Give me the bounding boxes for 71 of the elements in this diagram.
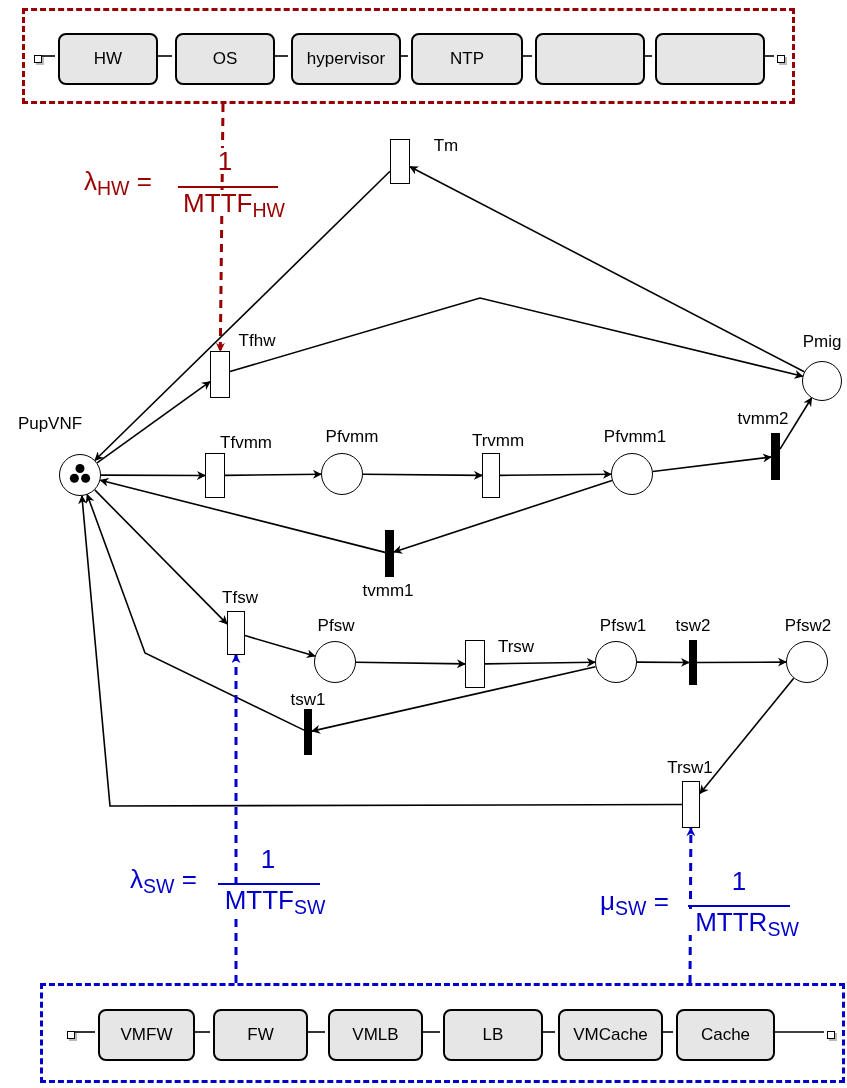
timed-transition-box (390, 139, 410, 184)
node-label: tsw2 (674, 615, 712, 637)
node-label: tsw1 (289, 689, 327, 711)
node-label: Tfhw (237, 330, 277, 352)
node-label: PupVNF (16, 413, 84, 435)
arrow (686, 827, 696, 983)
component-block (535, 33, 645, 85)
arrow (636, 657, 690, 667)
terminal-square (777, 55, 785, 63)
component-block: LB (443, 1009, 543, 1061)
timed-transition-box (465, 640, 485, 688)
arrow (94, 489, 228, 625)
node-label: Trsw (496, 636, 536, 658)
node-label: Tm (432, 135, 460, 157)
timed-transition-box (482, 453, 500, 498)
arrow (355, 659, 466, 669)
component-block: FW (213, 1009, 308, 1061)
dashed-group-frame (22, 8, 795, 104)
arrow (224, 469, 322, 479)
component-block: hypervisor (291, 33, 401, 85)
node-label: Trsw1 (666, 757, 714, 779)
immediate-transition-bar (304, 709, 312, 755)
arrow (244, 634, 316, 659)
immediate-transition-bar (385, 530, 394, 577)
component-block: OS (175, 33, 275, 85)
component-block: VMLB (328, 1009, 423, 1061)
node-label: tvmm2 (736, 408, 790, 430)
arrow (215, 104, 225, 352)
component-block (655, 33, 765, 85)
immediate-transition-bar (771, 433, 780, 480)
arrow (779, 397, 813, 450)
arrow (100, 470, 206, 480)
arrow (499, 469, 612, 479)
arrow (484, 657, 596, 667)
arrow (96, 380, 211, 464)
terminal-square (34, 55, 42, 63)
node-label: Pfsw (316, 615, 356, 637)
node-label: Tfsw (221, 587, 259, 609)
timed-transition-box (227, 611, 245, 655)
component-block: VMFW (98, 1009, 195, 1061)
node-label: Tfvmm (219, 432, 273, 454)
component-block: HW (58, 33, 158, 85)
timed-transition-box (682, 781, 700, 828)
arrow (699, 677, 795, 795)
node-label: Pfvmm1 (602, 426, 668, 448)
terminal-square (827, 1031, 835, 1039)
node-label: Pfvmm (324, 426, 380, 448)
dashed-group-frame (40, 983, 845, 1083)
node-label: Trvmm (470, 430, 526, 452)
timed-transition-box (205, 453, 225, 498)
component-block: Cache (676, 1009, 775, 1061)
immediate-transition-bar (689, 640, 697, 685)
component-block: NTP (411, 33, 523, 85)
arrow (231, 654, 241, 983)
arrow (94, 170, 391, 462)
arrow (78, 495, 683, 807)
node-label: tvmm1 (361, 580, 415, 602)
arrow (696, 657, 787, 667)
arrow (311, 665, 597, 734)
component-block: VMCache (558, 1009, 663, 1061)
node-label: Pmig (801, 331, 843, 353)
arrow (393, 479, 613, 554)
arrow (362, 470, 483, 480)
node-label: Pfsw1 (598, 615, 648, 637)
timed-transition-box (210, 351, 230, 398)
arrow (99, 477, 386, 554)
arrow (229, 297, 804, 379)
terminal-square (67, 1031, 75, 1039)
node-label: Pfsw2 (783, 615, 833, 637)
arrow (409, 165, 806, 373)
arrow (652, 453, 772, 473)
